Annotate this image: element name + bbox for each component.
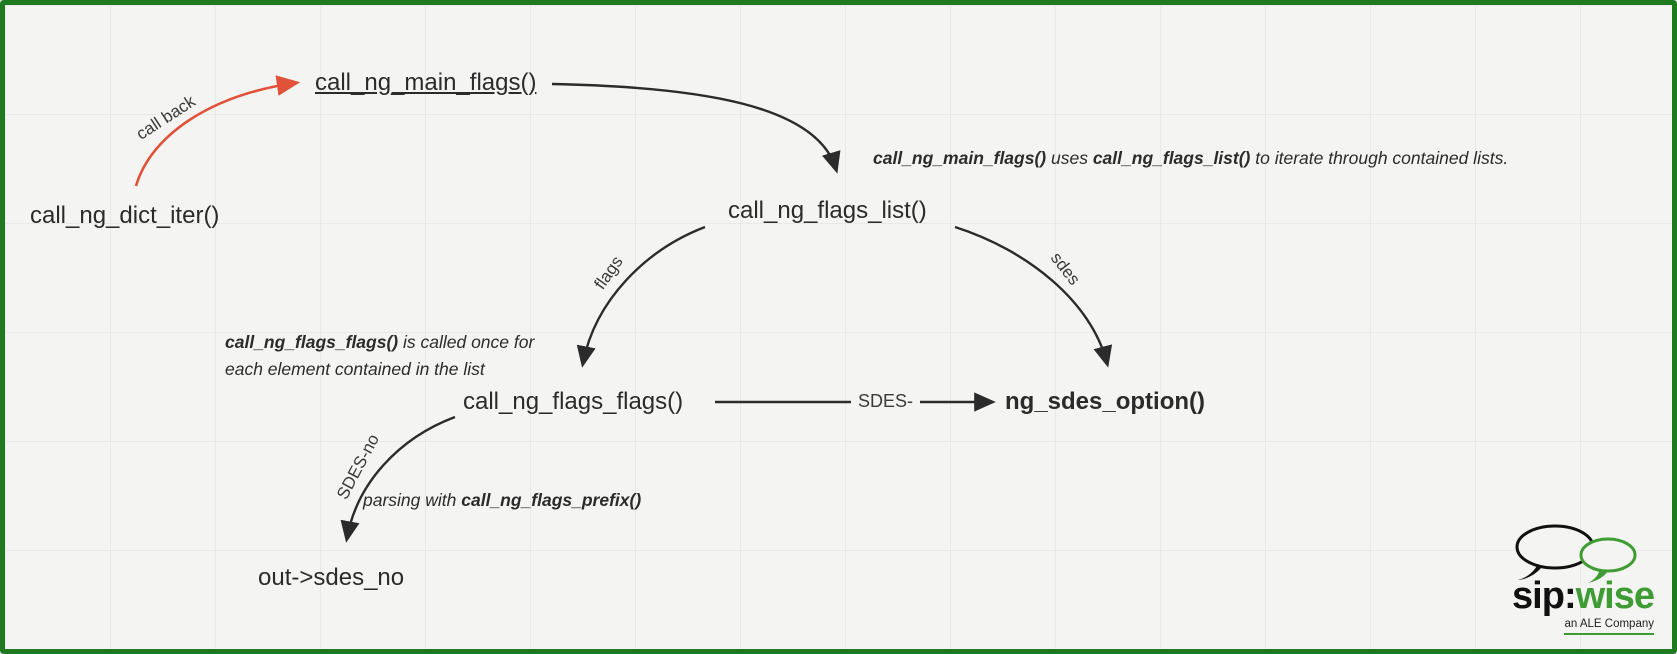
edge-label-sdes-dash: SDES- xyxy=(851,391,921,412)
node-ng-sdes-option: ng_sdes_option() xyxy=(1005,388,1206,415)
brand-wise: wise xyxy=(1575,575,1655,617)
callback-arrow xyxy=(134,75,301,187)
sipwise-logo: sip:wise an ALE Company xyxy=(1469,522,1655,635)
brand-sip: sip: xyxy=(1512,575,1577,617)
sipwise-wordmark: sip:wise xyxy=(1469,575,1655,617)
annotation-flags-flags: call_ng_flags_flags() is called once for… xyxy=(225,332,535,379)
edge-label-call-back: call back xyxy=(132,91,199,144)
flags-arrow xyxy=(576,225,706,368)
sdes-arrow xyxy=(954,225,1113,368)
speech-bubbles-icon xyxy=(1515,524,1637,583)
edge-label-flags: flags xyxy=(590,252,627,293)
node-out-sdes-no: out->sdes_no xyxy=(258,564,405,591)
annotation-flags-list: call_ng_main_flags() uses call_ng_flags_… xyxy=(873,148,1509,168)
sdes-no-arrow xyxy=(340,415,456,543)
node-call-ng-dict-iter: call_ng_dict_iter() xyxy=(30,202,220,229)
node-layer: call_ng_dict_iter() call_ng_main_flags()… xyxy=(5,5,1672,649)
mainflags-to-flagslist-arrow xyxy=(551,82,841,174)
annotation-prefix: parsing with call_ng_flags_prefix() xyxy=(363,490,642,510)
node-call-ng-flags-flags: call_ng_flags_flags() xyxy=(463,388,684,415)
edge-label-sdes: sdes xyxy=(1046,248,1084,289)
logo-tagline: an ALE Company xyxy=(1564,618,1654,635)
node-call-ng-flags-list: call_ng_flags_list() xyxy=(728,197,927,224)
node-call-ng-main-flags: call_ng_main_flags() xyxy=(315,69,537,96)
